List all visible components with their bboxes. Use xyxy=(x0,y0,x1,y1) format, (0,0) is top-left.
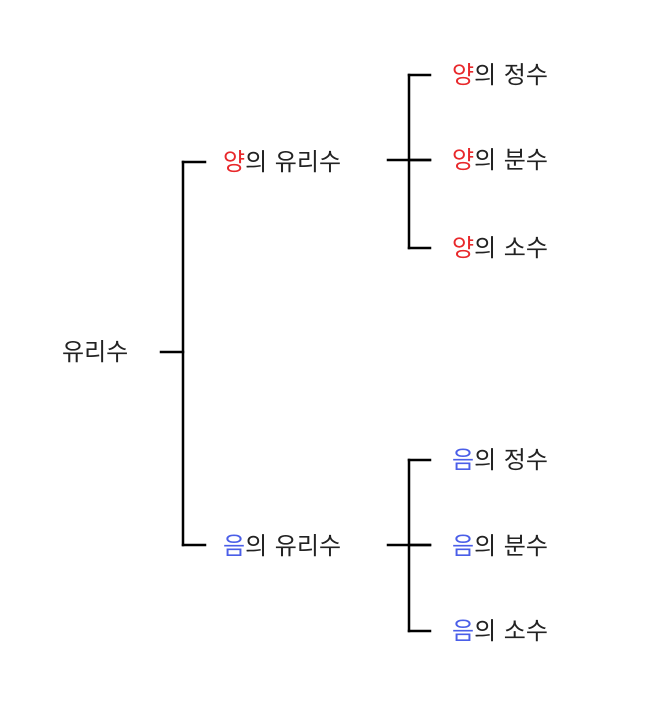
positive-decimal-mark: 양 xyxy=(452,234,475,262)
root-label: 유리수 xyxy=(62,338,129,366)
positive-integer-mark: 양 xyxy=(452,61,475,89)
negative-fraction-node: 음의 분수 xyxy=(452,530,548,562)
positive-rational-label: 의 유리수 xyxy=(245,148,342,176)
positive-decimal-node: 양의 소수 xyxy=(452,232,548,264)
positive-rational-node: 양의 유리수 xyxy=(223,146,341,178)
negative-fraction-mark: 음 xyxy=(452,532,475,560)
connector-group xyxy=(159,73,432,633)
positive-fraction-node: 양의 분수 xyxy=(452,144,548,176)
negative-mark: 음 xyxy=(223,532,246,560)
positive-fraction-label: 의 분수 xyxy=(474,146,548,174)
positive-integer-node: 양의 정수 xyxy=(452,59,548,91)
negative-rational-node: 음의 유리수 xyxy=(223,530,341,562)
negative-decimal-label: 의 소수 xyxy=(474,617,548,645)
positive-integer-label: 의 정수 xyxy=(474,61,548,89)
negative-integer-label: 의 정수 xyxy=(474,446,548,474)
negative-rational-label: 의 유리수 xyxy=(245,532,342,560)
negative-decimal-mark: 음 xyxy=(452,617,475,645)
root-node: 유리수 xyxy=(62,336,128,368)
positive-fraction-mark: 양 xyxy=(452,146,475,174)
positive-decimal-label: 의 소수 xyxy=(474,234,548,262)
negative-integer-mark: 음 xyxy=(452,446,475,474)
negative-decimal-node: 음의 소수 xyxy=(452,615,548,647)
positive-mark: 양 xyxy=(223,148,246,176)
negative-integer-node: 음의 정수 xyxy=(452,444,548,476)
negative-fraction-label: 의 분수 xyxy=(474,532,548,560)
